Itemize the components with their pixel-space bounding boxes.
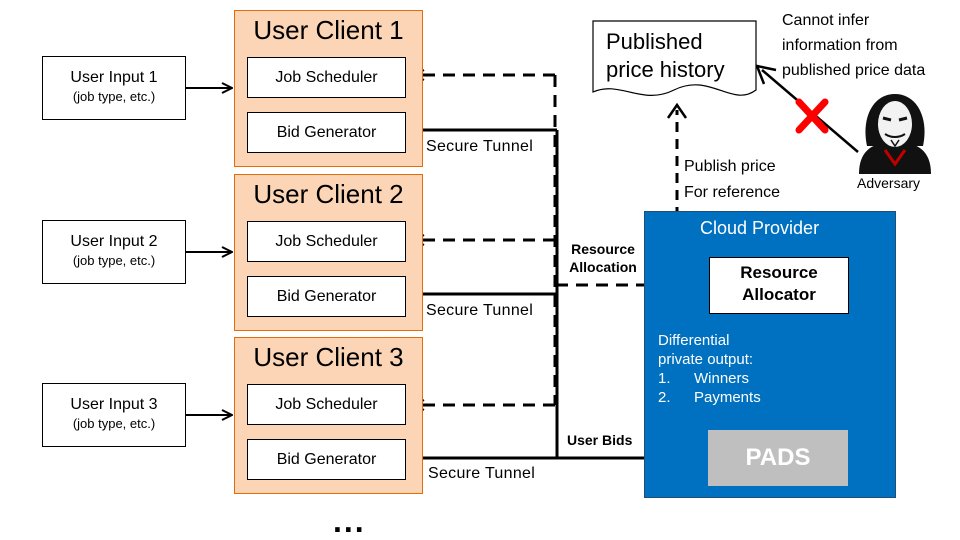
dp-item-label: Payments: [694, 389, 761, 406]
dp-item-number: 2.: [658, 389, 671, 406]
dp-item-payments: 2. Payments: [658, 388, 788, 407]
warning-line: information from: [782, 37, 898, 54]
label-line: Allocation: [569, 259, 637, 275]
user-input-subtitle: (job type, etc.): [72, 416, 156, 431]
allocator-line: Resource: [740, 263, 818, 282]
warning-line: Cannot infer: [782, 12, 870, 29]
bid-generator-box: Bid Generator: [247, 439, 406, 480]
user-input-title: User Input 2: [70, 233, 158, 250]
secure-tunnel-label-2: Secure Tunnel: [426, 302, 534, 319]
job-scheduler-box: Job Scheduler: [247, 57, 406, 98]
adversary-icon: [859, 94, 931, 174]
user-client-2: User Client 2 Job Scheduler Bid Generato…: [234, 174, 423, 331]
dp-output-text: Differential private output: 1. Winners …: [658, 331, 788, 407]
document-line: price history: [606, 57, 725, 82]
cloud-provider: Cloud Provider Resource Allocator Differ…: [644, 211, 896, 498]
user-input-3: User Input 3 (job type, etc.): [42, 383, 186, 447]
user-input-title: User Input 1: [70, 69, 158, 86]
publish-price-label: Publish price For reference: [684, 154, 780, 206]
adversary-arrow-head: [754, 64, 777, 85]
allocator-line: Allocator: [742, 285, 816, 304]
cannot-infer-text: Cannot infer information from published …: [782, 8, 925, 83]
user-bids-label: User Bids: [567, 432, 633, 448]
dp-item-number: 1.: [658, 370, 671, 387]
secure-tunnel-label-1: Secure Tunnel: [426, 138, 534, 155]
dp-item-winners: 1. Winners: [658, 369, 788, 388]
user-input-title: User Input 3: [70, 396, 158, 413]
client-title: User Client 2: [253, 179, 404, 209]
document-line: Published: [606, 29, 703, 54]
publish-arrow-head: [666, 102, 688, 119]
user-input-subtitle: (job type, etc.): [72, 89, 156, 104]
resource-allocator-box: Resource Allocator: [709, 257, 849, 314]
publish-line-text: For reference: [684, 184, 781, 201]
dp-heading-line: Differential: [658, 332, 730, 349]
dp-heading-line: private output:: [658, 351, 754, 368]
warning-line: published price data: [782, 62, 926, 79]
blocked-cross-icon: [795, 98, 829, 134]
cloud-provider-title: Cloud Provider: [700, 218, 820, 238]
secure-tunnel-label-3: Secure Tunnel: [428, 465, 536, 482]
bid-generator-box: Bid Generator: [247, 112, 406, 153]
more-clients-ellipsis: ...: [333, 503, 366, 539]
price-history-document-shape: [592, 20, 757, 96]
pads-box: PADS: [708, 430, 848, 486]
bid-generator-box: Bid Generator: [247, 276, 406, 317]
client-title: User Client 1: [253, 15, 404, 45]
publish-line-text: Publish price: [684, 158, 776, 175]
resource-allocation-label: Resource Allocation: [563, 240, 643, 276]
label-line: Resource: [571, 241, 635, 257]
adversary-label: Adversary: [857, 175, 921, 191]
user-input-subtitle: (job type, etc.): [72, 253, 156, 268]
price-history-document: Published price history: [606, 28, 725, 84]
dp-item-label: Winners: [694, 370, 750, 387]
client-title: User Client 3: [253, 342, 404, 372]
job-scheduler-box: Job Scheduler: [247, 221, 406, 262]
user-client-3: User Client 3 Job Scheduler Bid Generato…: [234, 337, 423, 494]
user-input-2: User Input 2 (job type, etc.): [42, 220, 186, 284]
job-scheduler-box: Job Scheduler: [247, 384, 406, 425]
user-client-1: User Client 1 Job Scheduler Bid Generato…: [234, 10, 423, 167]
user-input-1: User Input 1 (job type, etc.): [42, 56, 186, 120]
